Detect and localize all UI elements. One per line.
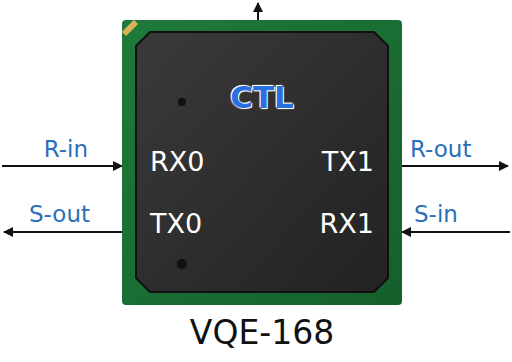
signal-name: S-out [29,203,90,226]
signal-name: R-out [410,138,471,161]
signal-name: R-in [44,138,88,161]
input-arrow [402,231,510,233]
pin-name: RX1 [320,210,374,237]
output-arrow [4,231,122,233]
chip-package: CTL RX0 TX1TX0 RX1 [122,20,402,305]
input-arrow [2,165,122,167]
control-pin: CTL [230,82,294,113]
pin-name: RX0 [150,148,204,175]
pin-name: TX1 [322,148,374,175]
output-arrow [402,165,508,167]
part-number: VQE-168 [190,316,334,349]
signal-name: S-in [414,203,458,226]
pin-name: TX0 [150,210,202,237]
